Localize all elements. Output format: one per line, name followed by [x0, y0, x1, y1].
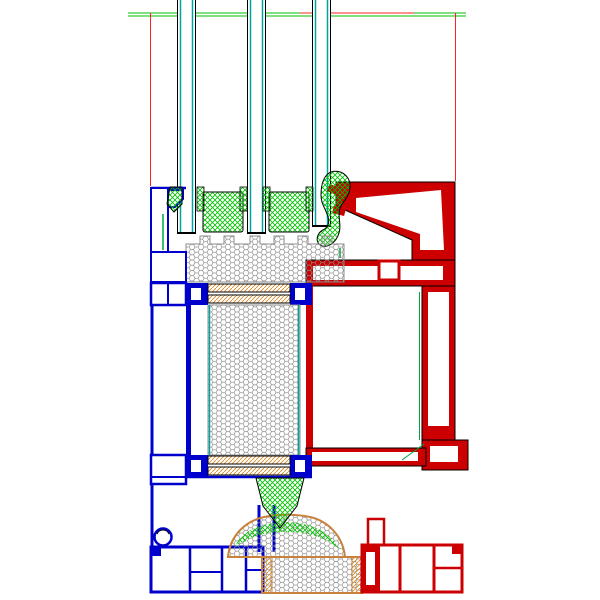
blue-end-block-right-slot — [295, 460, 305, 472]
thermal-strip-1 — [207, 283, 291, 293]
glazing-block-right — [268, 191, 310, 233]
red-sill-solid-cell-slot — [366, 552, 375, 585]
glass-pane-middle — [247, 0, 266, 234]
red-glazing-bead-chamber — [356, 190, 444, 250]
red-bottom-web-chamber — [312, 452, 418, 461]
frame-right-red — [305, 181, 469, 471]
blue-sill-webs — [190, 569, 263, 573]
thermal-breaks-lower — [186, 455, 312, 479]
blue-end-block-left-slot — [191, 288, 201, 300]
red-outer-wall-chamber — [428, 292, 449, 426]
thermal-strip-3 — [207, 455, 291, 465]
red-inner-wall — [306, 286, 313, 454]
thermal-breaks-upper — [186, 283, 312, 305]
sash-insulation-castellated — [185, 235, 345, 283]
blue-end-block-left-slot — [191, 460, 201, 472]
blue-sill-step — [151, 547, 161, 556]
dome-gasket-seal-band — [234, 522, 339, 549]
green-seal-line-diagonal — [401, 443, 425, 461]
glass-pane-body — [247, 0, 266, 233]
bottom-thermal-block — [261, 556, 363, 594]
foam-core — [207, 304, 301, 456]
sill-right-red — [360, 517, 464, 594]
foam-core-body — [207, 304, 301, 456]
bead-gasket — [166, 186, 183, 213]
glazing-seals — [196, 170, 351, 258]
center-seal-wedge — [255, 477, 305, 529]
red-hardware-pocket — [377, 259, 401, 282]
thermal-strip-2 — [207, 294, 291, 304]
blue-end-block-right-slot — [295, 288, 305, 300]
blue-sash-wall-left — [186, 305, 191, 455]
glass-surface-lines — [249, 0, 264, 233]
red-sill-upstand — [366, 517, 386, 547]
glass-pane-body — [177, 0, 196, 233]
screw-boss — [153, 527, 173, 547]
thermal-strip-4 — [207, 466, 291, 476]
red-frame-foot-chamber — [430, 446, 458, 462]
blue-sill-body — [149, 545, 265, 594]
blue-frame-lower-bracket — [149, 453, 188, 486]
glazing-block-left — [202, 191, 244, 233]
sash-bottom-assembly — [226, 477, 363, 594]
gasket-nub-1 — [196, 186, 205, 212]
screw-boss-arc — [156, 529, 170, 535]
red-sill-step — [452, 545, 462, 554]
glass-pane-left — [177, 0, 196, 234]
gasket-nub-3 — [262, 186, 271, 212]
bottom-thermal-strip-left — [261, 556, 273, 594]
blue-bead-chamber — [150, 187, 169, 253]
sill-left-blue — [149, 527, 265, 594]
gasket-nub-4 — [305, 186, 314, 212]
glass-pane-body — [312, 0, 331, 226]
blue-frame-chamber-upper — [150, 251, 187, 283]
frame-left-blue — [149, 186, 191, 547]
gasket-nub-2 — [239, 186, 248, 212]
glazing-unit — [177, 0, 331, 234]
